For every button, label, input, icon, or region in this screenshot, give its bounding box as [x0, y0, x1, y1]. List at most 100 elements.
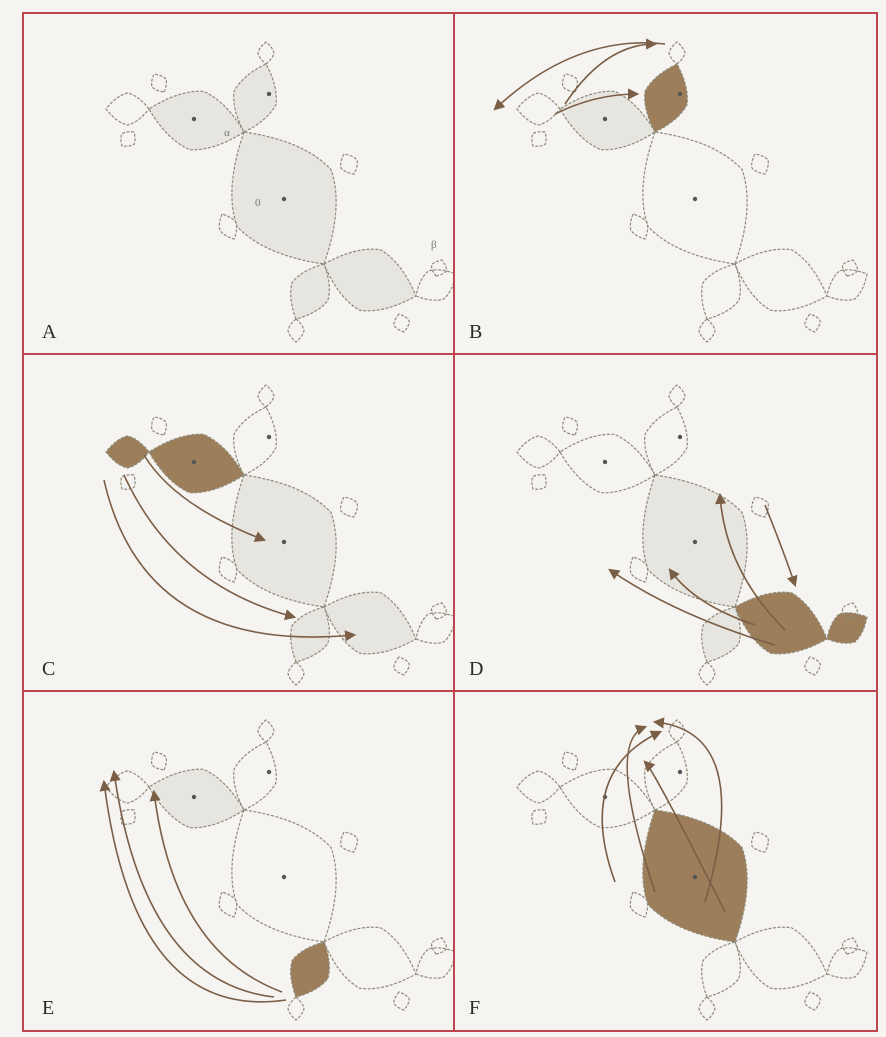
panel-a-label: A [42, 322, 56, 342]
upper-left-bud-2 [121, 132, 135, 146]
bottom-tip-lobe [288, 319, 304, 342]
center-point [693, 197, 697, 201]
lower-right-bud [805, 992, 820, 1010]
bottom-tip-lobe [288, 997, 304, 1020]
marker-alpha: α [224, 127, 230, 139]
bottom-lobe [291, 264, 330, 319]
bottom-lobe [291, 942, 330, 997]
panel-a: A 0 α β [24, 14, 453, 353]
center-point [267, 435, 271, 439]
center-point [192, 795, 196, 799]
top-lobe [234, 742, 277, 810]
panel-a-diagram [24, 14, 453, 353]
top-tip-lobe [258, 385, 274, 407]
top-lobe [645, 64, 688, 132]
center-point [693, 540, 697, 544]
marker-zero: 0 [255, 197, 261, 209]
julia-set-outline [517, 385, 867, 685]
lower-right-bud [394, 992, 409, 1010]
upper-left-bud [152, 417, 167, 435]
bottom-tip-lobe [288, 662, 304, 685]
panel-b-label: B [469, 322, 482, 342]
upper-left-lobe [560, 769, 655, 828]
panel-c: C [24, 355, 453, 690]
bottom-tip-lobe [699, 319, 715, 342]
right-small-lobe [341, 497, 358, 517]
marker-beta: β [431, 239, 437, 251]
julia-set-outline [517, 42, 867, 342]
top-tip-lobe [669, 42, 685, 64]
lower-right-bud-2 [842, 260, 857, 276]
top-tip-lobe [258, 720, 274, 742]
panel-f-label: F [469, 998, 480, 1018]
panel-c-label: C [42, 659, 55, 679]
top-tip-lobe [258, 42, 274, 64]
bottom-lobe [702, 264, 741, 319]
panel-b-arrows [495, 43, 665, 114]
center-point [693, 875, 697, 879]
upper-left-bud-2 [532, 810, 546, 824]
upper-left-outer-lobe [106, 771, 149, 803]
lower-right-bud [805, 314, 820, 332]
center-point [267, 92, 271, 96]
bottom-lobe [702, 607, 741, 662]
upper-left-lobe [560, 434, 655, 493]
center-point [678, 92, 682, 96]
upper-left-outer-lobe [517, 436, 560, 468]
top-lobe [234, 407, 277, 475]
upper-left-lobe [149, 434, 244, 493]
lower-right-bud-2 [431, 260, 446, 276]
lower-right-lobe [324, 249, 416, 311]
center-point [678, 435, 682, 439]
julia-set-outline [106, 720, 453, 1020]
panel-d-diagram [455, 355, 878, 690]
upper-left-outer-lobe [517, 771, 560, 803]
center-point [603, 117, 607, 121]
panel-c-diagram [24, 355, 453, 690]
lower-right-bud-2 [842, 938, 857, 954]
mapping-arrow [765, 505, 795, 585]
upper-left-lobe [149, 769, 244, 828]
top-tip-lobe [669, 385, 685, 407]
center-point [282, 197, 286, 201]
panel-f: F [455, 692, 878, 1030]
panel-b-diagram [455, 14, 878, 353]
right-small-lobe [752, 832, 769, 852]
center-point [603, 460, 607, 464]
bottom-tip-lobe [699, 997, 715, 1020]
lower-right-bud-2 [431, 603, 446, 619]
center-point [282, 875, 286, 879]
center-point [192, 117, 196, 121]
top-lobe [645, 407, 688, 475]
upper-left-bud [563, 417, 578, 435]
upper-left-bud-2 [532, 475, 546, 489]
upper-left-lobe [149, 91, 244, 150]
julia-set-outline [106, 42, 453, 342]
top-lobe [645, 742, 688, 810]
top-lobe [234, 64, 277, 132]
lower-right-lobe [324, 592, 416, 654]
center-point [282, 540, 286, 544]
upper-left-outer-lobe [106, 436, 149, 468]
lower-right-bud [394, 657, 409, 675]
panel-e-label: E [42, 998, 54, 1018]
lower-right-bud [394, 314, 409, 332]
lower-right-bud-2 [431, 938, 446, 954]
upper-left-outer-lobe [517, 93, 560, 125]
bottom-lobe [291, 607, 330, 662]
lower-right-outer-lobe [827, 948, 867, 978]
panel-d: D [455, 355, 878, 690]
upper-left-bud [563, 752, 578, 770]
upper-left-bud [152, 74, 167, 92]
panel-grid: A 0 α β B C D [22, 12, 878, 1032]
center-point [678, 770, 682, 774]
right-small-lobe [341, 154, 358, 174]
right-small-lobe [341, 832, 358, 852]
bottom-tip-lobe [699, 662, 715, 685]
panel-f-diagram [455, 692, 878, 1030]
lower-right-outer-lobe [827, 270, 867, 300]
lower-right-bud [805, 657, 820, 675]
top-tip-lobe [669, 720, 685, 742]
julia-set-outline [106, 385, 453, 685]
right-small-lobe [752, 154, 769, 174]
